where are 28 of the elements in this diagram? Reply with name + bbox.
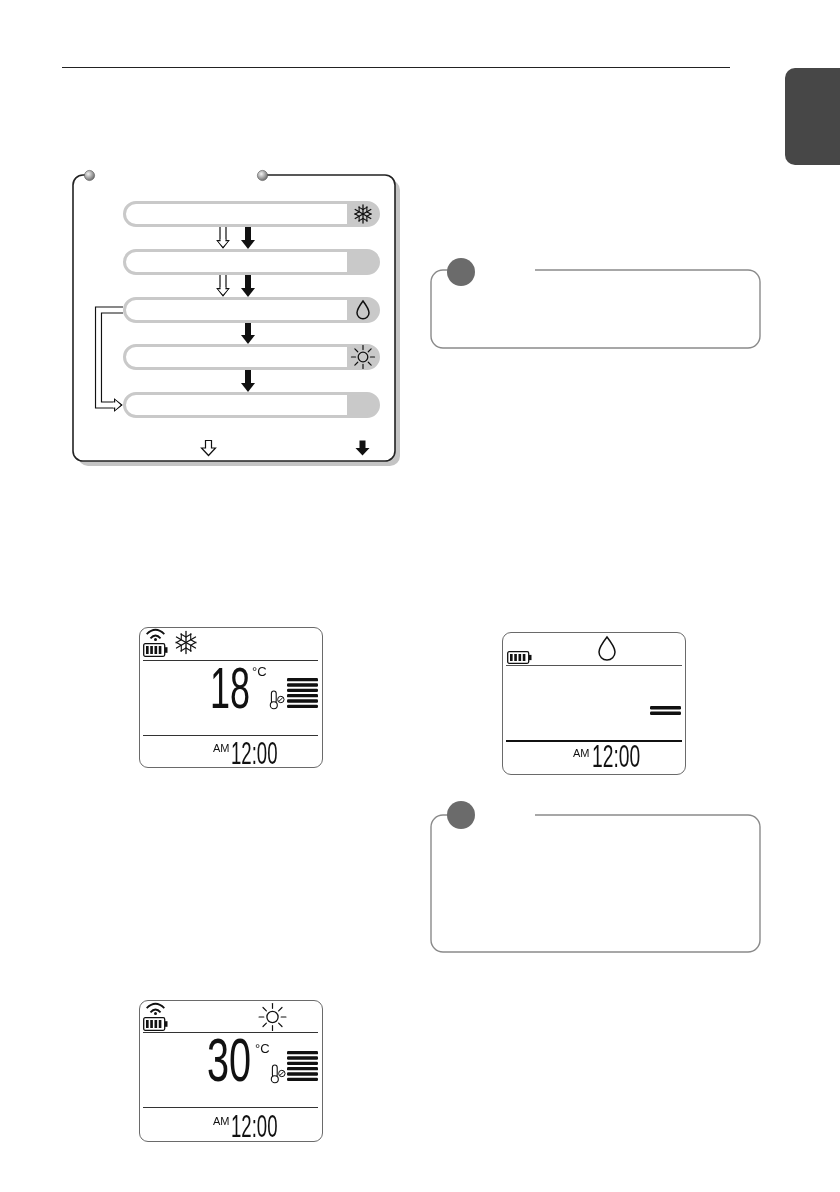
- mode-bar: [123, 297, 380, 323]
- lcd-display: [139, 1000, 323, 1142]
- hollow-arrow: [216, 227, 230, 249]
- clock-digits: 12:00: [231, 1115, 278, 1139]
- temperature-digits: 30: [207, 1037, 252, 1084]
- mode-bar: [123, 201, 380, 227]
- arrow: [241, 275, 255, 297]
- note-box: [430, 814, 761, 953]
- mode-bar: [123, 392, 380, 418]
- side-tab: [785, 68, 840, 165]
- temperature-digits: 18: [210, 666, 250, 710]
- hollow-arrow: [216, 275, 230, 297]
- am-label: AM: [213, 1117, 230, 1126]
- lcd-display: [139, 627, 323, 768]
- arrow: [241, 323, 255, 344]
- arrow: [241, 227, 255, 249]
- am-label: AM: [573, 749, 590, 758]
- temperature-unit: °C: [255, 1044, 270, 1054]
- clock-digits: 12:00: [592, 745, 641, 769]
- arrow: [241, 370, 255, 392]
- clock-digits: 12:00: [231, 742, 278, 766]
- note-box: [430, 269, 761, 349]
- lcd-display: [502, 632, 686, 775]
- temperature-unit: °C: [252, 667, 267, 677]
- am-label: AM: [213, 744, 230, 753]
- mode-bar: [123, 344, 380, 370]
- mode-bar: [123, 249, 380, 275]
- hollow-arrow: [94, 306, 123, 412]
